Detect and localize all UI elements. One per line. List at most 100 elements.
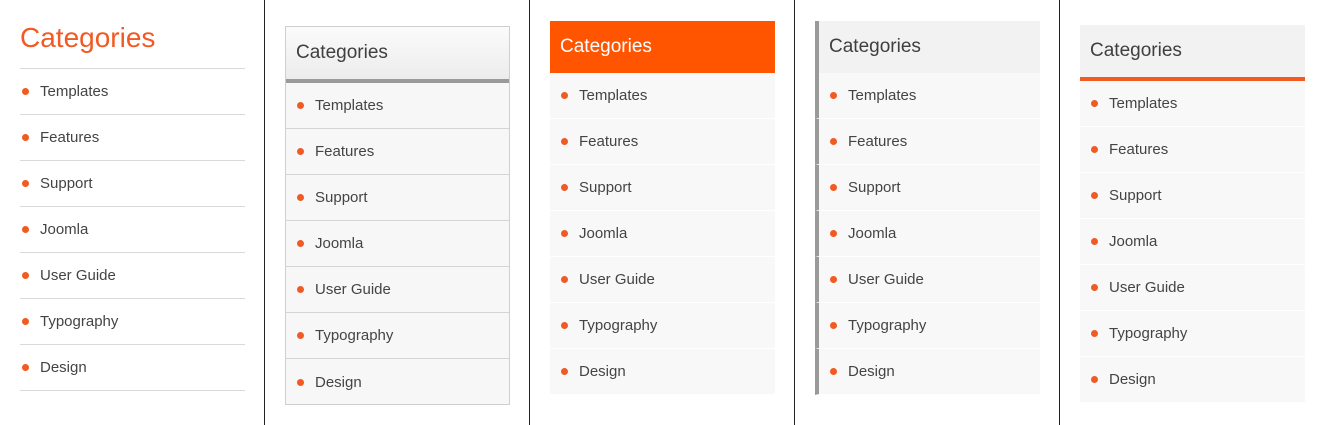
category-label: Support [40, 175, 93, 192]
category-item-templates[interactable]: Templates [815, 73, 1040, 119]
column-divider [529, 0, 530, 425]
category-item-typography[interactable]: Typography [1080, 311, 1305, 357]
bullet-icon [1091, 192, 1098, 199]
category-item-design[interactable]: Design [550, 349, 775, 395]
category-item-joomla[interactable]: Joomla [20, 207, 245, 253]
category-item-templates[interactable]: Templates [286, 83, 509, 129]
category-item-typography[interactable]: Typography [550, 303, 775, 349]
category-label: User Guide [1109, 279, 1185, 296]
category-item-support[interactable]: Support [815, 165, 1040, 211]
category-item-design[interactable]: Design [1080, 357, 1305, 403]
category-label: Templates [848, 87, 917, 104]
bullet-icon [297, 286, 304, 293]
category-label: Typography [848, 317, 927, 334]
category-item-design[interactable]: Design [286, 359, 509, 405]
category-label: Joomla [1109, 233, 1158, 250]
category-label: Joomla [848, 225, 897, 242]
bullet-icon [1091, 146, 1098, 153]
category-item-joomla[interactable]: Joomla [1080, 219, 1305, 265]
category-list: Templates Features Support Joomla User G… [815, 73, 1040, 395]
bullet-icon [297, 102, 304, 109]
category-label: Features [579, 133, 639, 150]
bullet-icon [830, 184, 837, 191]
categories-panel-style-1: Categories Templates Features Support Jo… [20, 0, 245, 425]
category-item-joomla[interactable]: Joomla [815, 211, 1040, 257]
category-item-support[interactable]: Support [1080, 173, 1305, 219]
category-label: Templates [1109, 95, 1178, 112]
category-label: Design [1109, 371, 1156, 388]
bullet-icon [22, 318, 29, 325]
category-label: Typography [40, 313, 119, 330]
bullet-icon [22, 226, 29, 233]
category-item-user-guide[interactable]: User Guide [286, 267, 509, 313]
category-item-features[interactable]: Features [815, 119, 1040, 165]
bullet-icon [297, 194, 304, 201]
categories-panel-style-5: Categories Templates Features Support Jo… [1080, 25, 1305, 403]
bullet-icon [297, 240, 304, 247]
bullet-icon [561, 184, 568, 191]
bullet-icon [561, 230, 568, 237]
category-label: User Guide [848, 271, 924, 288]
bullet-icon [22, 272, 29, 279]
category-item-user-guide[interactable]: User Guide [20, 253, 245, 299]
category-label: Features [40, 129, 100, 146]
category-label: Joomla [579, 225, 628, 242]
category-label: Typography [1109, 325, 1188, 342]
category-item-joomla[interactable]: Joomla [286, 221, 509, 267]
category-item-templates[interactable]: Templates [20, 69, 245, 115]
category-label: User Guide [315, 281, 391, 298]
panel-title: Categories [1080, 25, 1305, 81]
panel-title: Categories [20, 22, 156, 53]
category-label: Templates [579, 87, 648, 104]
category-list: Templates Features Support Joomla User G… [20, 68, 245, 391]
category-item-design[interactable]: Design [20, 345, 245, 391]
bullet-icon [561, 276, 568, 283]
category-label: Design [315, 373, 362, 391]
category-item-features[interactable]: Features [286, 129, 509, 175]
category-item-user-guide[interactable]: User Guide [815, 257, 1040, 303]
bullet-icon [1091, 238, 1098, 245]
category-item-typography[interactable]: Typography [815, 303, 1040, 349]
category-label: User Guide [579, 271, 655, 288]
category-label: Support [848, 179, 901, 196]
category-item-templates[interactable]: Templates [1080, 81, 1305, 127]
category-item-features[interactable]: Features [550, 119, 775, 165]
categories-panel-style-3: Categories Templates Features Support Jo… [550, 21, 775, 395]
category-item-joomla[interactable]: Joomla [550, 211, 775, 257]
category-item-support[interactable]: Support [20, 161, 245, 207]
category-label: Joomla [40, 221, 89, 238]
category-label: Design [40, 359, 87, 376]
category-item-features[interactable]: Features [20, 115, 245, 161]
category-item-features[interactable]: Features [1080, 127, 1305, 173]
bullet-icon [1091, 284, 1098, 291]
category-label: Joomla [315, 235, 364, 252]
bullet-icon [561, 368, 568, 375]
category-item-user-guide[interactable]: User Guide [550, 257, 775, 303]
category-list: Templates Features Support Joomla User G… [286, 83, 509, 405]
category-label: Templates [40, 83, 109, 100]
category-label: Features [848, 133, 908, 150]
category-item-design[interactable]: Design [815, 349, 1040, 395]
category-item-support[interactable]: Support [286, 175, 509, 221]
column-divider [794, 0, 795, 425]
category-list: Templates Features Support Joomla User G… [550, 73, 775, 395]
category-item-typography[interactable]: Typography [20, 299, 245, 345]
category-item-templates[interactable]: Templates [550, 73, 775, 119]
bullet-icon [22, 88, 29, 95]
category-item-user-guide[interactable]: User Guide [1080, 265, 1305, 311]
category-item-support[interactable]: Support [550, 165, 775, 211]
bullet-icon [830, 322, 837, 329]
category-label: Typography [579, 317, 658, 334]
bullet-icon [830, 276, 837, 283]
bullet-icon [561, 138, 568, 145]
bullet-icon [830, 230, 837, 237]
category-label: Features [315, 143, 375, 160]
bullet-icon [830, 368, 837, 375]
bullet-icon [561, 322, 568, 329]
bullet-icon [830, 138, 837, 145]
category-item-typography[interactable]: Typography [286, 313, 509, 359]
category-label: Support [579, 179, 632, 196]
bullet-icon [22, 364, 29, 371]
category-label: Design [848, 363, 895, 380]
panel-title: Categories [286, 27, 509, 83]
